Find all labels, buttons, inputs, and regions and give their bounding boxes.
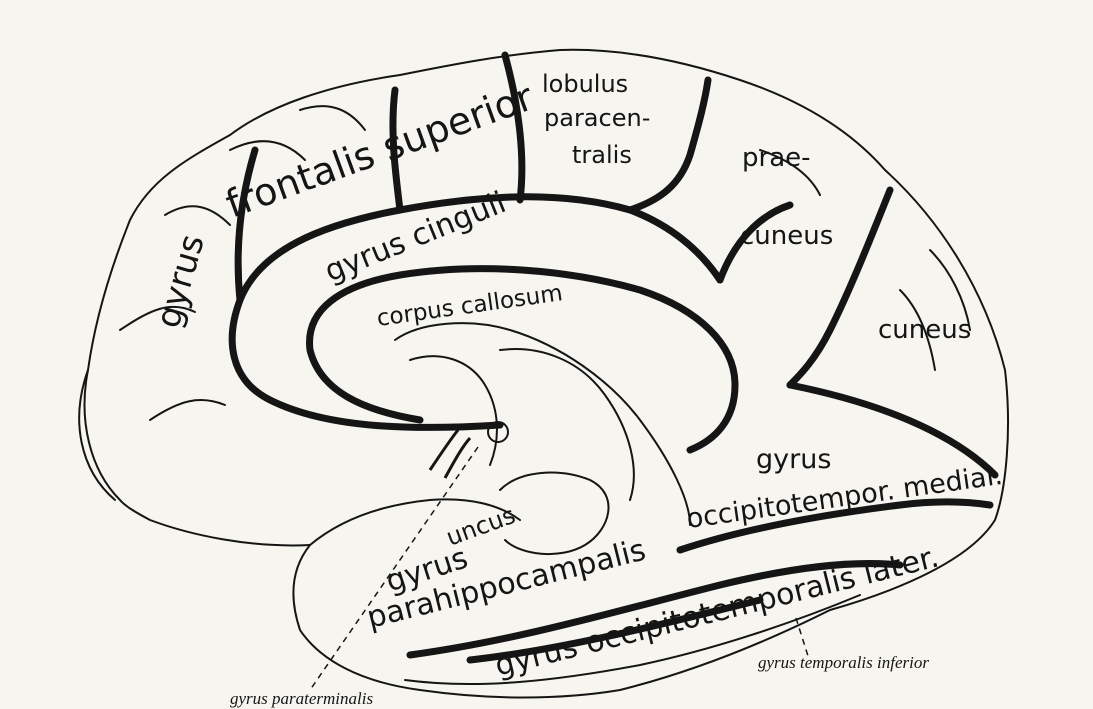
parieto-occipital-sulcus: [790, 190, 890, 385]
marginal-sulcus: [630, 80, 708, 210]
thalamus-outline: [410, 356, 497, 465]
labels: lobulus paracen- tralis prae- cuneus cun…: [148, 70, 1004, 708]
frontal-gyri-line: [230, 141, 305, 160]
frontal-gyri-line: [150, 400, 225, 420]
label-paracen: paracen-: [544, 104, 650, 132]
caption-paraterminalis: gyrus paraterminalis: [230, 689, 373, 708]
label-cuneus-right: cuneus: [878, 315, 971, 345]
brain-outlines: [79, 50, 1008, 698]
label-cuneus-upper: cuneus: [740, 221, 833, 251]
label-prae: prae-: [742, 143, 811, 173]
frontal-gyri-line: [300, 106, 365, 130]
hemisphere-outline: [85, 50, 1008, 698]
label-gyrus-frontal: gyrus: [148, 230, 213, 332]
label-gyrus-occip-medial: gyrus: [756, 444, 831, 475]
label-lobulus: lobulus: [542, 70, 628, 98]
label-tralis: tralis: [572, 141, 632, 169]
frontal-gyri-line: [165, 206, 230, 225]
caption-temporalis-inferior: gyrus temporalis inferior: [758, 653, 929, 672]
uncus-outline: [500, 473, 609, 554]
label-occipitotempor-medial: occipitotempor. medial.: [685, 460, 1005, 535]
